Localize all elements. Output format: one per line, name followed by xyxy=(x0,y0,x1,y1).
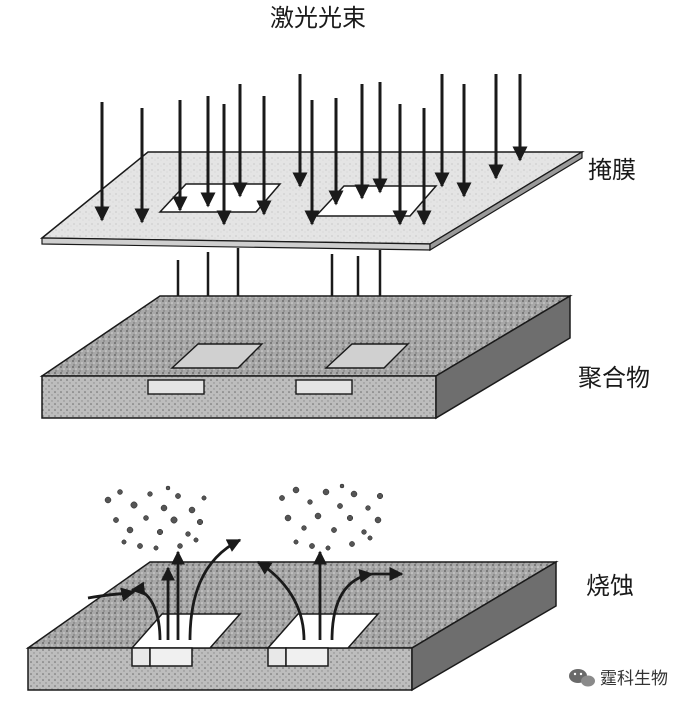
debris-cloud-right xyxy=(279,483,384,551)
polymer-label: 聚合物 xyxy=(578,364,650,392)
ablation-label: 烧蚀 xyxy=(586,572,634,600)
debris-cloud-left xyxy=(104,485,207,551)
ejection-arrows-left xyxy=(87,538,242,641)
modified-zone-left xyxy=(147,379,205,395)
laser-beam-title: 激光光束 xyxy=(270,4,366,32)
wechat-icon xyxy=(569,669,595,687)
watermark: 霆科生物 xyxy=(569,669,668,689)
polymer-slab xyxy=(39,294,573,420)
exposed-region-right xyxy=(324,343,410,369)
ablated-slab xyxy=(25,560,559,692)
ejection-arrows-right xyxy=(256,550,404,641)
watermark-text: 霆科生物 xyxy=(600,669,668,689)
modified-zone-right xyxy=(295,379,353,395)
exposed-region-left xyxy=(170,343,264,369)
laser-arrows-incident xyxy=(94,74,528,226)
mask-label: 掩膜 xyxy=(588,156,636,184)
groove-right xyxy=(266,613,380,667)
